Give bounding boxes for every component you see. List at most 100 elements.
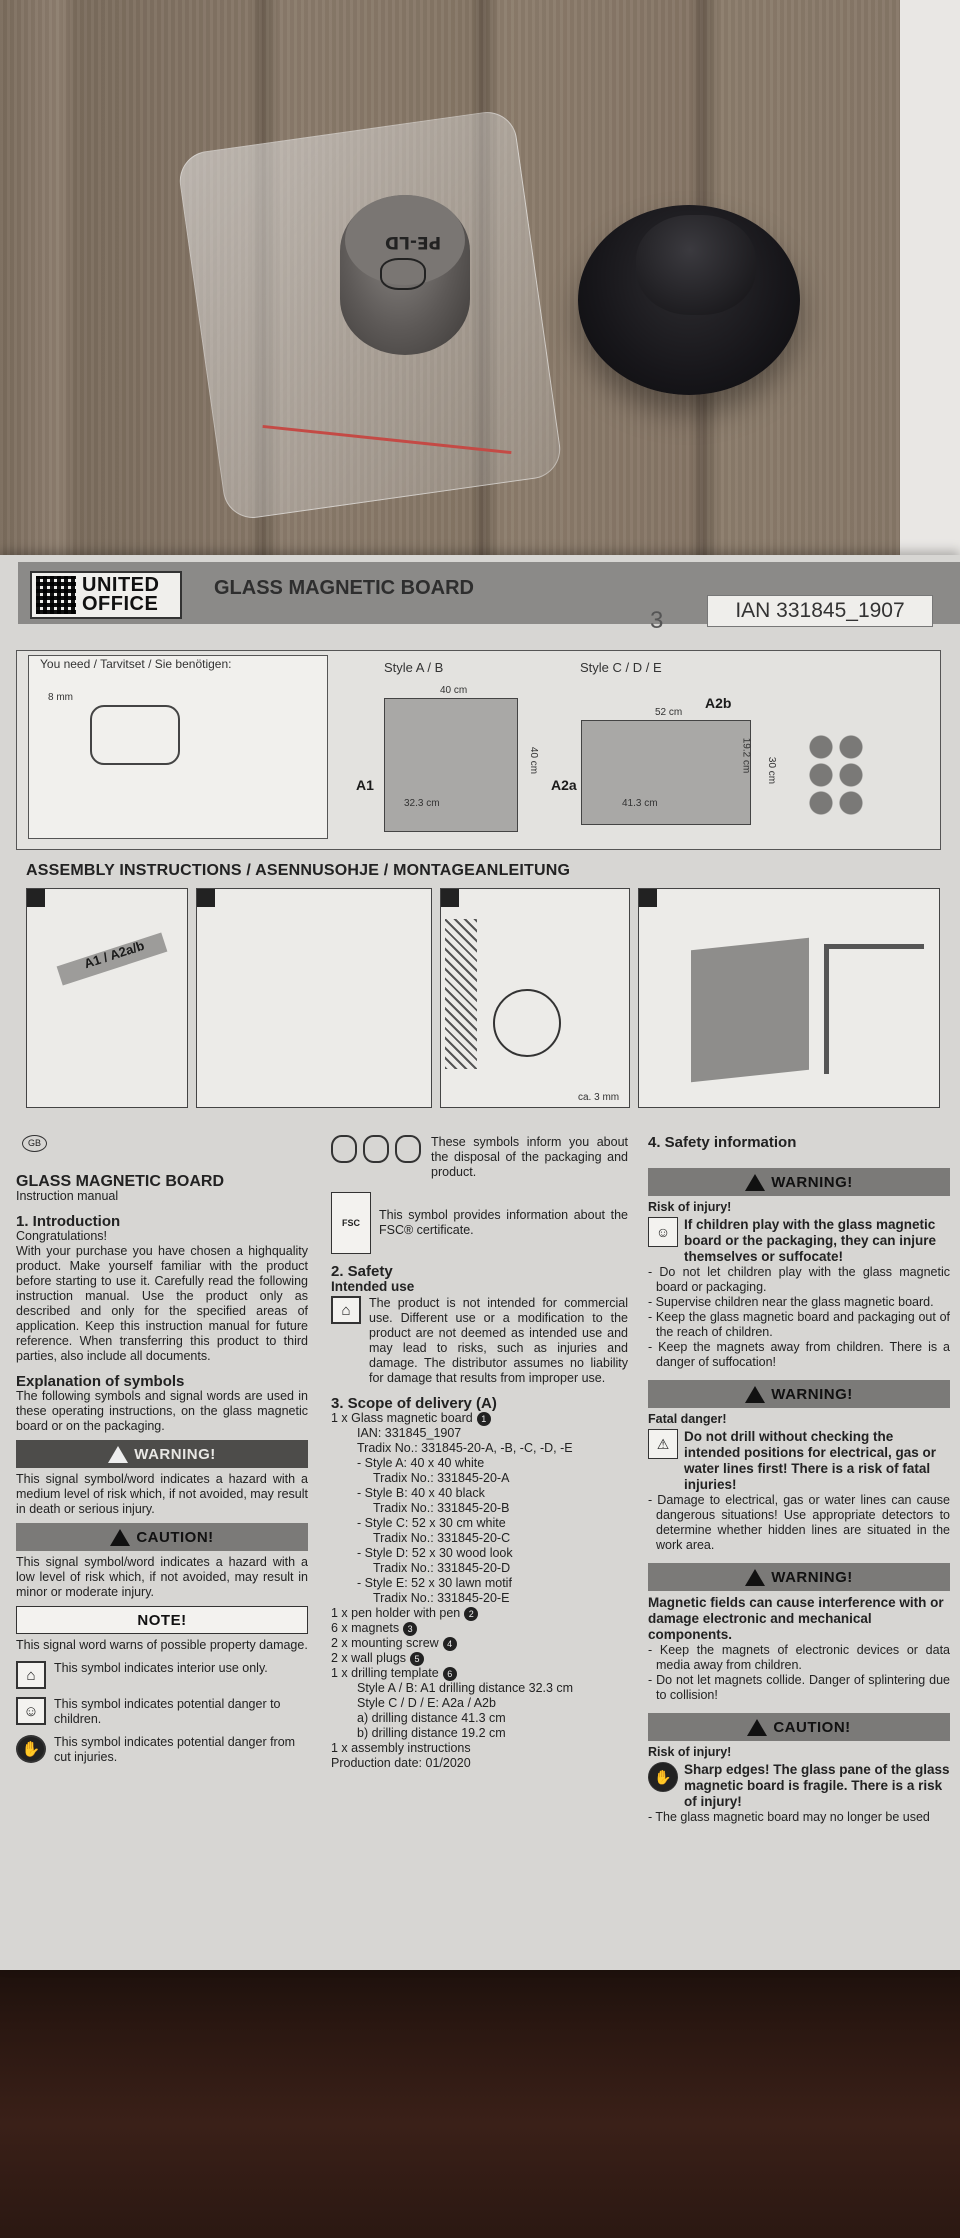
caution-triangle-icon — [747, 1718, 768, 1736]
caution-banner-edges: CAUTION! — [648, 1713, 950, 1741]
recycle-pap-icon — [395, 1135, 421, 1163]
house-icon: ⌂ — [16, 1661, 46, 1689]
warning-banner-children: WARNING! — [648, 1168, 950, 1196]
fsc-row: FSC This symbol provides information abo… — [331, 1192, 628, 1254]
board-style-cde — [581, 720, 751, 825]
symbol-row-cut: ✋ This symbol indicates potential danger… — [16, 1735, 308, 1765]
board-style-ab — [384, 698, 518, 832]
children-bullet-4: - Keep the magnets away from children. T… — [648, 1340, 950, 1369]
tools-label: You need / Tarvitset / Sie benötigen: — [40, 657, 232, 671]
congratulations-text: Congratulations! — [16, 1229, 108, 1243]
warning-triangle-icon — [745, 1385, 766, 1403]
assembly-step-4 — [638, 888, 940, 1108]
caution-description: This signal symbol/word indicates a haza… — [16, 1555, 308, 1599]
intended-use-text: The product is not intended for commerci… — [369, 1296, 628, 1385]
detail-circle-graphic — [493, 989, 561, 1057]
assembly-step-3 — [440, 888, 630, 1108]
sharp-edges-bullet: - The glass magnetic board may no longer… — [648, 1810, 930, 1824]
intended-use-heading: Intended use — [331, 1279, 415, 1294]
style-ab-label: Style A / B — [384, 660, 444, 675]
packaging-symbols-row: These symbols inform you about the dispo… — [331, 1135, 628, 1180]
symbol-row-interior: ⌂ This symbol indicates interior use onl… — [16, 1661, 308, 1689]
scope-tradix: Tradix No.: 331845-20-A, -B, -C, -D, -E — [357, 1441, 573, 1455]
sharp-edges-row: ✋ Sharp edges! The glass pane of the gla… — [648, 1762, 950, 1810]
scope-tradix-a: Tradix No.: 331845-20-A — [373, 1471, 510, 1485]
children-icon: ☺ — [16, 1697, 46, 1725]
assembly-step-2 — [196, 888, 432, 1108]
drill-size-label: 8 mm — [48, 692, 73, 703]
warning-triangle-icon — [745, 1173, 766, 1191]
scope-style-a: - Style A: 40 x 40 white — [357, 1456, 485, 1470]
brand-logo: UNITED OFFICE — [30, 571, 182, 619]
cut-injury-icon: ✋ — [648, 1762, 678, 1792]
scope-ian: IAN: 331845_1907 — [357, 1426, 462, 1440]
scope-distance-b: b) drilling distance 19.2 cm — [357, 1726, 506, 1740]
pen-holder-knob — [636, 215, 756, 315]
ref-marker-6: 6 — [442, 1666, 457, 1681]
children-bullet-1: - Do not let children play with the glas… — [648, 1265, 950, 1294]
warning-description: This signal symbol/word indicates a haza… — [16, 1472, 308, 1516]
logo-line-1: UNITED — [82, 574, 160, 596]
note-banner: NOTE! — [16, 1606, 308, 1634]
recycle-icon — [380, 258, 426, 290]
scope-heading: 3. Scope of delivery (A) — [331, 1395, 497, 1412]
cut-injury-icon: ✋ — [16, 1735, 46, 1763]
packaging-symbols-text: These symbols inform you about the dispo… — [431, 1135, 628, 1179]
scope-assembly-instructions: 1 x assembly instructions — [331, 1741, 471, 1755]
language-badge: GB — [22, 1135, 48, 1152]
note-label: NOTE! — [137, 1611, 187, 1629]
scope-tradix-b: Tradix No.: 331845-20-B — [373, 1501, 510, 1515]
risk-of-injury-heading-2: Risk of injury! — [648, 1745, 732, 1759]
manual-title: GLASS MAGNETIC BOARD — [16, 1173, 224, 1190]
step-4-marker — [639, 889, 657, 907]
scope-distance-a: a) drilling distance 41.3 cm — [357, 1711, 506, 1725]
magnet-top-face — [345, 195, 465, 285]
step-2-marker — [197, 889, 215, 907]
dim-52: 52 cm — [655, 707, 683, 718]
warning-triangle-icon — [108, 1445, 129, 1463]
warning-triangle-icon — [745, 1568, 766, 1586]
dim-41-3: 41.3 cm — [622, 798, 658, 809]
scope-template-cde: Style C / D / E: A2a / A2b — [357, 1696, 496, 1710]
symbol-cut-text: This symbol indicates potential danger f… — [54, 1735, 296, 1764]
logo-line-2: OFFICE — [82, 593, 159, 615]
fsc-text: This symbol provides information about t… — [379, 1208, 628, 1237]
step-3-marker — [441, 889, 459, 907]
note-description: This signal word warns of possible prope… — [16, 1638, 308, 1652]
fatal-danger-heading: Fatal danger! — [648, 1412, 727, 1426]
scope-tradix-d: Tradix No.: 331845-20-D — [373, 1561, 511, 1575]
wall-frame-graphic — [824, 944, 924, 1074]
introduction-heading: 1. Introduction — [16, 1213, 121, 1230]
symbols-heading: Explanation of symbols — [16, 1373, 185, 1390]
drill-icon — [90, 705, 180, 765]
dim-30: 30 cm — [766, 756, 778, 785]
children-bullet-3: - Keep the glass magnetic board and pack… — [648, 1310, 950, 1339]
scope-style-d: - Style D: 52 x 30 wood look — [357, 1546, 513, 1560]
scope-style-e: - Style E: 52 x 30 lawn motif — [357, 1576, 512, 1590]
warning-banner-fatal: WARNING! — [648, 1380, 950, 1408]
caution-banner: CAUTION! — [16, 1523, 308, 1551]
magnetic-bullet-2: - Do not let magnets collide. Danger of … — [648, 1673, 950, 1702]
template-a2b-label: A2b — [705, 695, 732, 711]
text-column-3: 4. Safety information WARNING! Risk of i… — [648, 1135, 950, 1825]
dim-40-v: 40 cm — [528, 746, 540, 775]
page-mark: 3 — [650, 607, 664, 634]
symbol-children-text: This symbol indicates potential danger t… — [54, 1697, 281, 1726]
instruction-manual: UNITED OFFICE GLASS MAGNETIC BOARD 3 IAN… — [0, 555, 960, 1970]
scope-template-ab: Style A / B: A1 drilling distance 32.3 c… — [357, 1681, 574, 1695]
warning-label: WARNING! — [771, 1173, 853, 1191]
warning-banner-magnetic: WARNING! — [648, 1563, 950, 1591]
manual-subtitle: Instruction manual — [16, 1189, 119, 1203]
fatal-bullet-1: - Damage to electrical, gas or water lin… — [648, 1493, 950, 1552]
text-column-1: GB GLASS MAGNETIC BOARD Instruction manu… — [16, 1135, 308, 1765]
intended-use-row: ⌂ The product is not intended for commer… — [331, 1296, 628, 1386]
text-column-2: These symbols inform you about the dispo… — [331, 1135, 628, 1771]
caution-label: CAUTION! — [773, 1718, 851, 1736]
magnet-label: PE-LD — [385, 232, 442, 252]
children-bullet-2: - Supervise children near the glass magn… — [648, 1295, 934, 1309]
